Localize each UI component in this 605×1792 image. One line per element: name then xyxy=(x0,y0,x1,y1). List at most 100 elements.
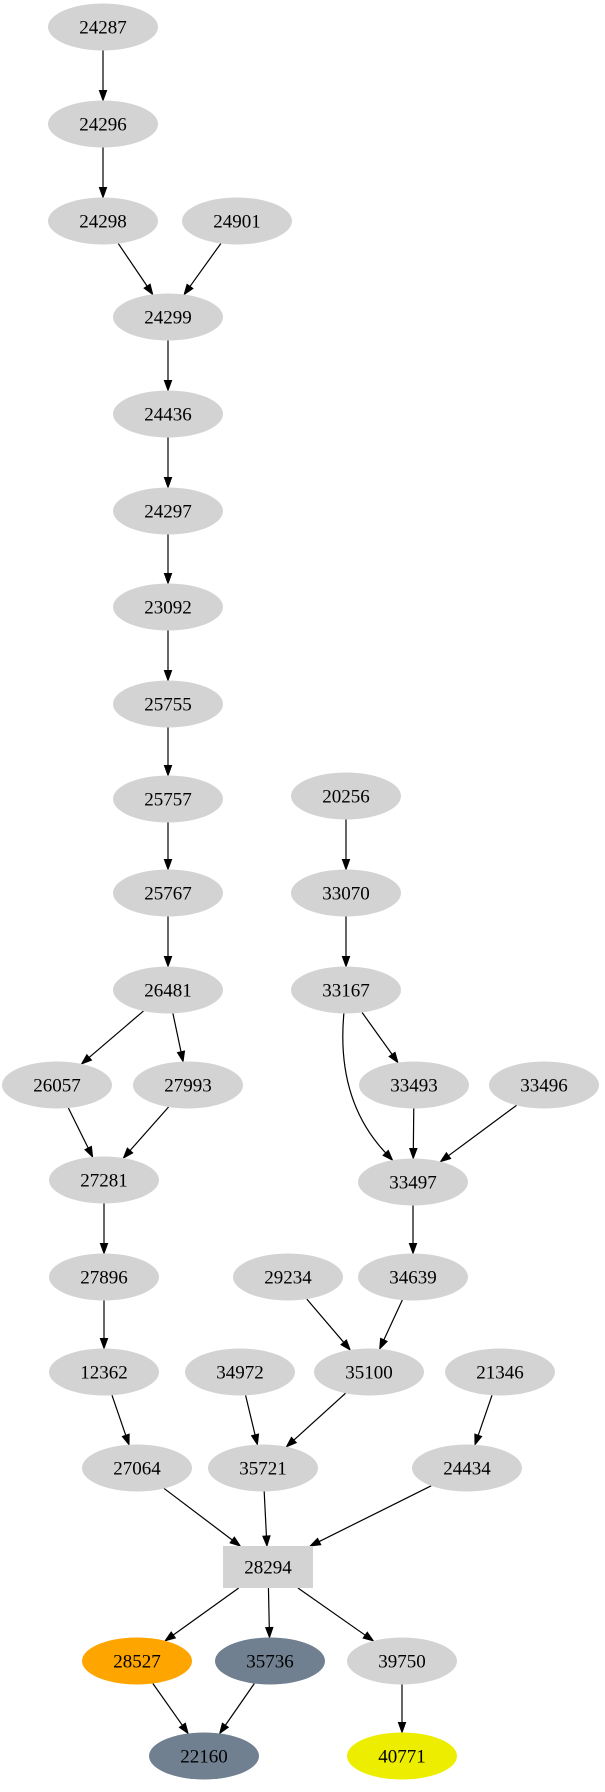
arrowhead-icon xyxy=(163,859,173,871)
edge-20256-33070 xyxy=(341,819,351,871)
node-label: 22160 xyxy=(180,1747,228,1768)
arrowhead-icon xyxy=(308,1537,322,1547)
edge-24436-24297 xyxy=(163,437,173,489)
arrowhead-icon xyxy=(382,1149,394,1162)
node-ellipse-shape xyxy=(133,1061,243,1109)
node-ellipse-shape xyxy=(291,869,401,917)
edge-24901-24299 xyxy=(183,243,222,296)
arrowhead-icon xyxy=(218,1722,230,1735)
node-label: 26481 xyxy=(144,981,192,1002)
graph-node-28294: 28294 xyxy=(223,1546,313,1588)
node-label: 27281 xyxy=(80,1171,128,1192)
edge-29234-35100 xyxy=(306,1298,352,1352)
node-label: 27993 xyxy=(164,1076,212,1097)
node-ellipse-shape xyxy=(113,390,223,438)
node-ellipse-shape xyxy=(149,1732,259,1780)
node-ellipse-shape xyxy=(185,1348,295,1396)
graph-node-22160: 22160 xyxy=(149,1732,259,1780)
arrowhead-icon xyxy=(163,1631,177,1642)
edge-26481-27993 xyxy=(172,1013,186,1064)
arrowhead-icon xyxy=(262,1535,271,1548)
arrowhead-icon xyxy=(341,956,351,968)
node-label: 24299 xyxy=(144,308,192,329)
edge-24287-24296 xyxy=(98,50,108,102)
node-ellipse-shape xyxy=(113,966,223,1014)
node-ellipse-shape xyxy=(2,1061,112,1109)
arrowhead-icon xyxy=(264,1626,274,1639)
node-label: 25757 xyxy=(144,790,192,811)
node-label: 29234 xyxy=(264,1268,312,1289)
node-ellipse-shape xyxy=(208,1444,318,1492)
node-ellipse-shape xyxy=(359,1061,469,1109)
arrowhead-icon xyxy=(163,573,173,585)
edge-27064-28294 xyxy=(163,1487,242,1547)
node-label: 40771 xyxy=(378,1747,426,1768)
graph-node-27064: 27064 xyxy=(82,1444,192,1492)
edge-24299-24436 xyxy=(163,340,173,392)
arrowhead-icon xyxy=(409,1147,418,1160)
arrowhead-icon xyxy=(379,1337,389,1351)
node-ellipse-shape xyxy=(113,293,223,341)
node-ellipse-shape xyxy=(182,197,292,245)
node-ellipse-shape xyxy=(347,1637,457,1685)
node-ellipse-shape xyxy=(113,680,223,728)
arrowhead-icon xyxy=(362,1631,375,1642)
arrowhead-icon xyxy=(80,1053,93,1065)
edge-27993-27281 xyxy=(122,1106,170,1160)
arrowhead-icon xyxy=(99,1243,109,1255)
node-label: 27896 xyxy=(80,1268,128,1289)
node-ellipse-shape xyxy=(82,1637,192,1685)
node-label: 28527 xyxy=(113,1652,161,1673)
graph-node-24298: 24298 xyxy=(48,197,158,245)
graph-node-24299: 24299 xyxy=(113,293,223,341)
node-label: 34639 xyxy=(389,1268,437,1289)
graph-node-35736: 35736 xyxy=(215,1637,325,1685)
node-ellipse-shape xyxy=(113,583,223,631)
node-label: 35100 xyxy=(345,1363,393,1384)
node-ellipse-shape xyxy=(48,197,158,245)
graph-node-34972: 34972 xyxy=(185,1348,295,1396)
graph-node-25757: 25757 xyxy=(113,775,223,823)
edge-25757-25767 xyxy=(163,822,173,871)
edge-39750-40771 xyxy=(397,1684,407,1734)
node-ellipse-shape xyxy=(412,1444,522,1492)
graph-node-24296: 24296 xyxy=(48,100,158,148)
edge-34972-35721 xyxy=(245,1395,260,1447)
graph-node-28527: 28527 xyxy=(82,1637,192,1685)
node-label: 25767 xyxy=(144,884,192,905)
edge-12362-27064 xyxy=(111,1395,130,1447)
edge-35721-28294 xyxy=(262,1491,271,1548)
node-ellipse-shape xyxy=(489,1061,599,1109)
graph-node-24434: 24434 xyxy=(412,1444,522,1492)
graph-node-33167: 33167 xyxy=(291,966,401,1014)
node-ellipse-shape xyxy=(291,772,401,820)
edge-26057-27281 xyxy=(67,1107,94,1159)
edge-33493-33497 xyxy=(409,1108,418,1160)
node-ellipse-shape xyxy=(48,3,158,51)
arrowhead-icon xyxy=(229,1536,242,1547)
node-label: 34972 xyxy=(216,1363,264,1384)
node-label: 24287 xyxy=(79,18,127,39)
node-label: 35721 xyxy=(239,1459,287,1480)
node-ellipse-shape xyxy=(445,1348,555,1396)
node-ellipse-shape xyxy=(82,1444,192,1492)
graph-node-33496: 33496 xyxy=(489,1061,599,1109)
graph-node-34639: 34639 xyxy=(358,1253,468,1301)
edge-24296-24298 xyxy=(98,147,108,199)
edge-25755-25757 xyxy=(163,727,173,777)
arrowhead-icon xyxy=(98,90,108,102)
node-label: 33070 xyxy=(322,884,370,905)
edge-27896-12362 xyxy=(99,1300,109,1350)
node-label: 24901 xyxy=(213,212,261,233)
arrowhead-icon xyxy=(143,283,154,296)
arrowhead-icon xyxy=(163,477,173,489)
arrowhead-icon xyxy=(163,670,173,682)
edge-33167-33497 xyxy=(342,1013,394,1162)
arrowhead-icon xyxy=(439,1151,452,1163)
node-label: 33496 xyxy=(520,1076,568,1097)
graph-node-33497: 33497 xyxy=(358,1158,468,1206)
node-label: 33497 xyxy=(389,1173,437,1194)
graph-node-26057: 26057 xyxy=(2,1061,112,1109)
graph-node-35100: 35100 xyxy=(314,1348,424,1396)
